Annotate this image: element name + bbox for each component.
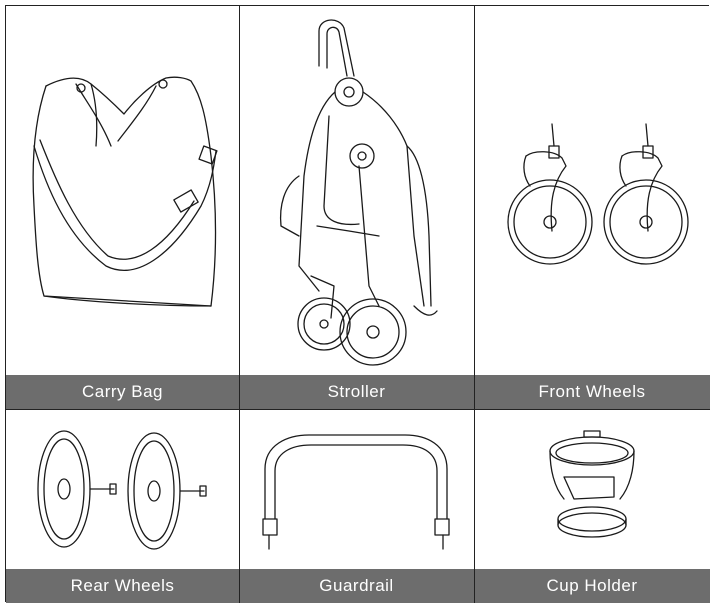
label-front-wheels: Front Wheels — [474, 375, 710, 409]
rear-wheel-left — [37, 430, 117, 548]
cell-guardrail: Guardrail — [239, 409, 474, 603]
divider-horizontal — [6, 409, 710, 410]
guardrail-illustration — [262, 434, 450, 550]
rear-wheel-right — [127, 432, 207, 550]
cell-stroller: Stroller — [239, 6, 474, 409]
cup-holder-illustration — [549, 430, 635, 538]
stroller-illustration — [279, 19, 438, 366]
divider-vertical-2 — [474, 6, 475, 603]
rear-wheels-illustration — [37, 430, 207, 550]
front-wheels-illustration — [507, 123, 689, 265]
label-carry-bag: Carry Bag — [6, 375, 239, 409]
label-cup-holder: Cup Holder — [474, 569, 710, 603]
label-rear-wheels: Rear Wheels — [6, 569, 239, 603]
front-wheel-left — [507, 123, 593, 265]
cell-carry-bag: Carry Bag — [6, 6, 239, 409]
label-stroller: Stroller — [239, 375, 474, 409]
carry-bag-illustration — [32, 76, 218, 307]
cell-front-wheels: Front Wheels — [474, 6, 710, 409]
cell-rear-wheels: Rear Wheels — [6, 409, 239, 603]
parts-grid: Carry Bag Stroller — [5, 5, 710, 603]
divider-vertical-1 — [239, 6, 240, 603]
front-wheel-right — [603, 123, 689, 265]
cell-cup-holder: Cup Holder — [474, 409, 710, 603]
label-guardrail: Guardrail — [239, 569, 474, 603]
